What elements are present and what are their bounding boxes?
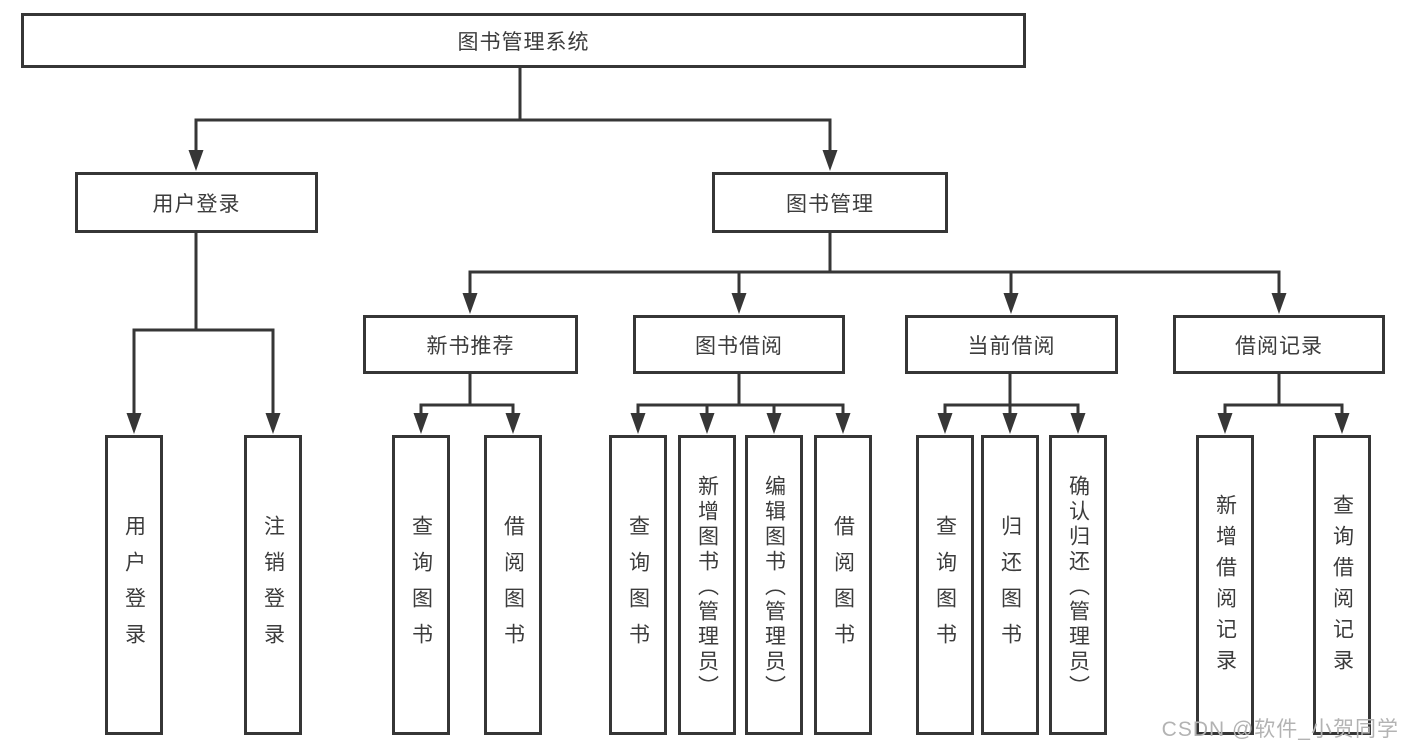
arrowhead (1002, 413, 1018, 434)
leaf-add-books-admin: 新增图书（管理员） (678, 435, 736, 735)
leaf-confirm-return-admin: 确认归还（管理员） (1049, 435, 1107, 735)
arrowhead (699, 413, 715, 434)
arrowhead (822, 150, 838, 171)
leaf-query-books-borrow: 查询图书 (609, 435, 667, 735)
leaf-logout: 注销登录 (244, 435, 302, 735)
connector-user-login (132, 233, 275, 414)
node-book-borrow: 图书借阅 (633, 315, 845, 374)
connector-borrow-records (1223, 374, 1344, 415)
arrowhead (265, 413, 281, 434)
arrowhead (1271, 293, 1287, 314)
node-root: 图书管理系统 (21, 13, 1026, 68)
arrowhead (766, 413, 782, 434)
leaf-edit-books-admin: 编辑图书（管理员） (745, 435, 803, 735)
arrowhead (731, 293, 747, 314)
connector-book-borrow (636, 374, 845, 415)
arrowhead (188, 150, 204, 171)
leaf-borrow-books-recommend: 借阅图书 (484, 435, 542, 735)
leaf-return-books: 归还图书 (981, 435, 1039, 735)
csdn-watermark: CSDN @软件_小贺同学 (1161, 718, 1399, 741)
leaf-query-books-current: 查询图书 (916, 435, 974, 735)
leaf-borrow-books: 借阅图书 (814, 435, 872, 735)
arrowhead (462, 293, 478, 314)
node-borrow-records: 借阅记录 (1173, 315, 1385, 374)
arrowhead (126, 413, 142, 434)
arrowhead (1070, 413, 1086, 434)
arrowhead (413, 413, 429, 434)
node-new-book-recommend: 新书推荐 (363, 315, 578, 374)
connector-current-borrow (943, 374, 1080, 415)
leaf-query-books-recommend: 查询图书 (392, 435, 450, 735)
arrowhead (630, 413, 646, 434)
arrowhead (1334, 413, 1350, 434)
arrowhead (835, 413, 851, 434)
connector-book-management (468, 233, 1281, 294)
leaf-user-login: 用户登录 (105, 435, 163, 735)
node-current-borrow: 当前借阅 (905, 315, 1118, 374)
arrowhead (505, 413, 521, 434)
arrowhead (1003, 293, 1019, 314)
leaf-add-borrow-record: 新增借阅记录 (1196, 435, 1254, 735)
connector-new-book-recommend (419, 374, 515, 415)
arrowhead (1217, 413, 1233, 434)
node-book-management: 图书管理 (712, 172, 948, 233)
node-user-login: 用户登录 (75, 172, 318, 233)
arrowhead (937, 413, 953, 434)
leaf-query-borrow-record: 查询借阅记录 (1313, 435, 1371, 735)
connector-root (194, 68, 832, 152)
